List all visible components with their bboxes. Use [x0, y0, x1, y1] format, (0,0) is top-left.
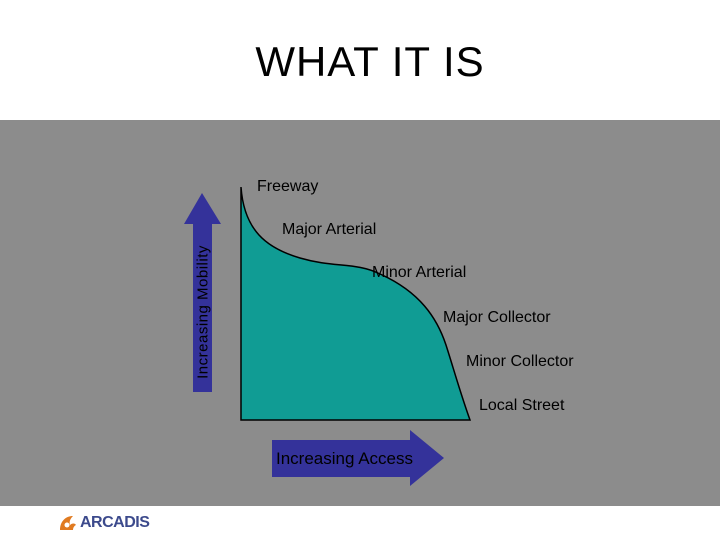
- arcadis-logo-text: ARCADIS: [80, 514, 150, 531]
- mobility-access-curve: [240, 186, 472, 421]
- freeway-label: Freeway: [257, 178, 319, 195]
- arcadis-logo-icon: [60, 516, 76, 530]
- local-street-label: Local Street: [479, 397, 565, 414]
- increasing-mobility-label: Increasing Mobility: [194, 245, 212, 379]
- increasing-access-label: Increasing Access: [276, 449, 414, 468]
- footer: [0, 506, 720, 540]
- minor-collector-label: Minor Collector: [466, 353, 574, 370]
- increasing-mobility-arrow: [184, 193, 221, 392]
- slide-title: WHAT IT IS: [255, 38, 485, 85]
- major-arterial-label: Major Arterial: [282, 221, 377, 238]
- minor-arterial-label: Minor Arterial: [372, 264, 467, 281]
- major-collector-label: Major Collector: [443, 309, 551, 326]
- increasing-access-arrow: [272, 430, 444, 486]
